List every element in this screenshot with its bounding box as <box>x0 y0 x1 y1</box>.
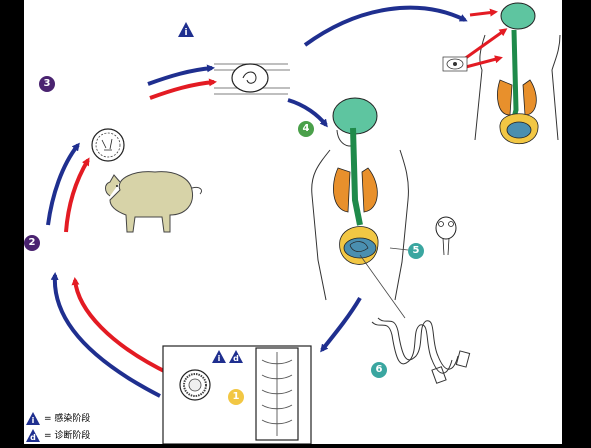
diagnostic-symbol-box: d <box>233 354 239 363</box>
legend-diagnostic-marker: d <box>26 429 40 442</box>
arrow-red-to-chest <box>461 55 503 70</box>
human-figure-taeniasis <box>311 97 409 301</box>
arrow-red-to-cysticercus <box>149 78 217 100</box>
arrow-blue-left-up <box>46 142 80 226</box>
cysticercus-in-muscle <box>214 63 290 95</box>
egg-in-stool <box>179 369 211 401</box>
legend-infective-marker: i <box>26 412 40 425</box>
step-badge-5: 5 <box>408 243 424 259</box>
step-badge-6: 6 <box>371 362 387 378</box>
arrow-red-to-head <box>469 8 498 17</box>
step-badge-4: 4 <box>298 121 314 137</box>
arrow-blue-to-human-4 <box>287 98 328 128</box>
arrow-red-left-up <box>64 157 90 233</box>
arrow-blue-to-cysticercus <box>147 64 215 86</box>
pig-intermediate-host <box>105 171 203 233</box>
gravid-proglottid <box>255 347 299 441</box>
infective-symbol-box: i <box>218 354 221 363</box>
legend-diagnostic-symbol: d <box>30 433 36 442</box>
step-badge-1: 1 <box>228 389 244 405</box>
infective-stage-marker-box: i <box>212 350 226 363</box>
legend-infective-label: = 感染阶段 <box>44 414 91 424</box>
legend-infective-symbol: i <box>32 416 35 425</box>
arrow-blue-to-box <box>320 296 362 353</box>
pointer-line-scolex <box>389 247 409 251</box>
adult-tapeworm-drawing <box>371 317 471 384</box>
scolex-drawing <box>435 216 457 256</box>
infective-stage-marker-top: i <box>178 22 194 38</box>
legend-diagnostic-label: = 诊断阶段 <box>44 431 91 441</box>
infective-symbol-top: i <box>184 28 187 38</box>
arrow-blue-top-to-human <box>303 5 468 47</box>
egg-embryonated <box>91 128 125 162</box>
diagnostic-stage-marker-box: d <box>229 350 243 363</box>
arrow-blue-lower-left <box>50 272 161 398</box>
step-badge-3: 3 <box>39 76 55 92</box>
cysticercus-small-icon <box>442 56 468 72</box>
pointer-line-tapeworm <box>359 254 406 319</box>
arrow-red-lower-left <box>71 277 171 376</box>
human-figure-cysticercosis <box>474 2 561 145</box>
step-badge-2: 2 <box>24 235 40 251</box>
